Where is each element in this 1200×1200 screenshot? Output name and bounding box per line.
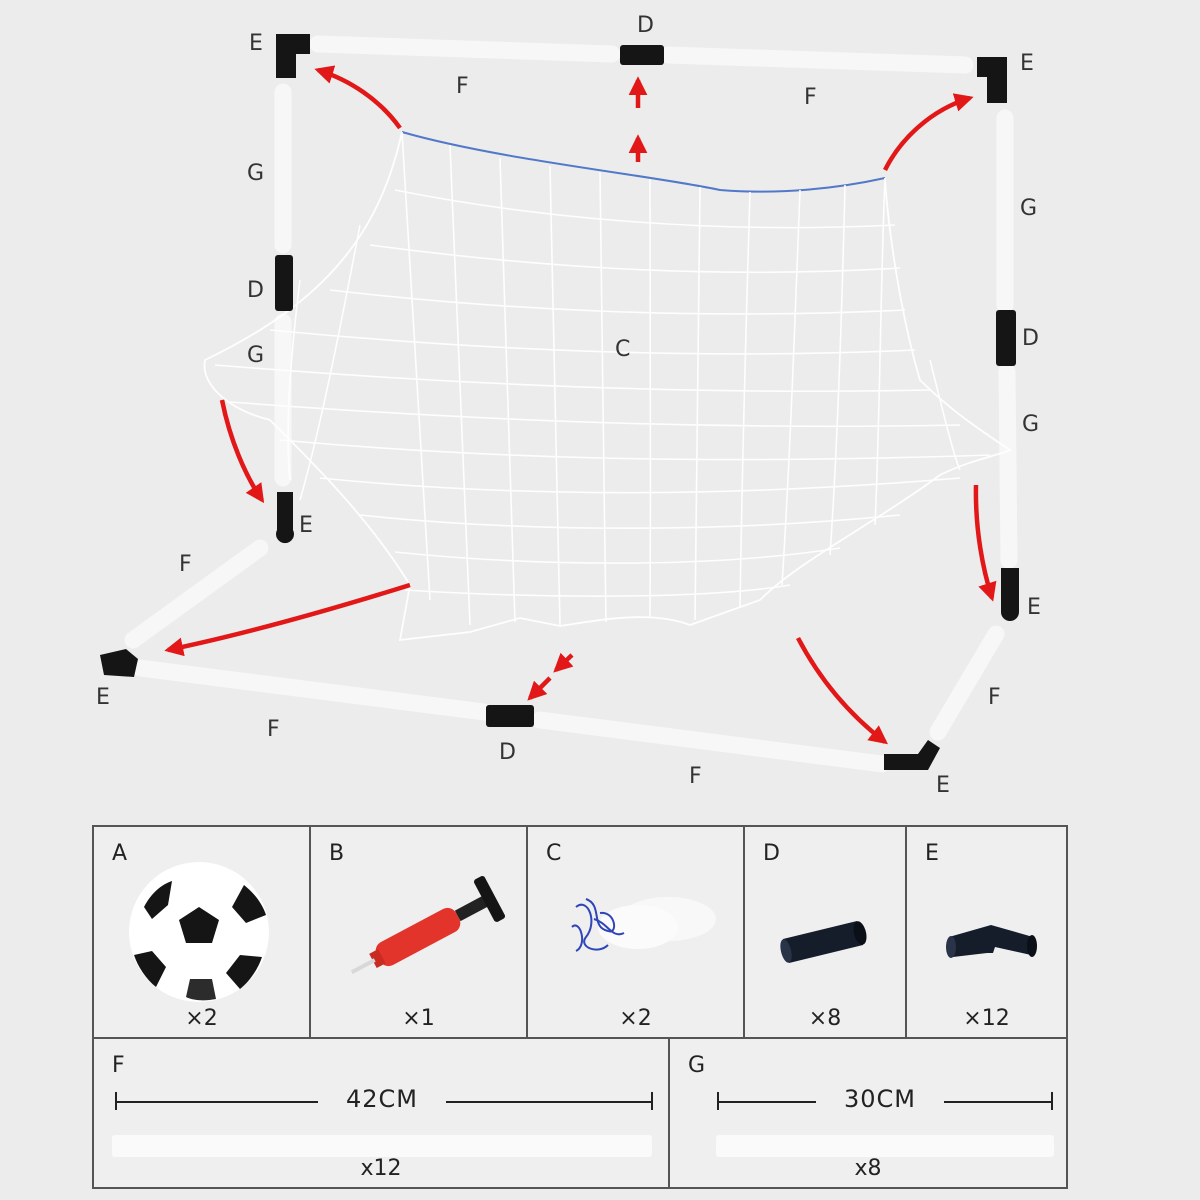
- net-mesh: [214, 131, 991, 627]
- label-f-left-side: F: [179, 552, 192, 577]
- straight-connector-icon: [780, 921, 867, 963]
- rod-letter: F: [112, 1053, 125, 1078]
- measure-tick-right: [1051, 1092, 1053, 1110]
- label-g-right-upper: G: [1020, 196, 1037, 221]
- label-d-top: D: [637, 13, 654, 38]
- elbow-connector-bl: [100, 649, 138, 677]
- rods-row: F 42CM x12 G 30CM x8: [94, 1039, 1066, 1187]
- part-letter: A: [112, 841, 128, 866]
- label-e-top-right: E: [1020, 51, 1034, 76]
- assembly-arrows: [164, 65, 997, 745]
- straight-connector-top: [620, 45, 664, 65]
- part-letter: D: [763, 841, 780, 866]
- pipe-top-left: [309, 35, 621, 63]
- rod-letter: G: [688, 1053, 706, 1078]
- label-e-bottom-left: E: [96, 685, 110, 710]
- elbow-connector-left-mid: [276, 492, 294, 544]
- label-d-bottom: D: [499, 740, 516, 765]
- label-g-left-lower: G: [247, 343, 264, 368]
- label-e-right-mid: E: [1027, 595, 1041, 620]
- rod-qty: x12: [360, 1156, 402, 1181]
- hand-pump-icon: [350, 876, 506, 974]
- frame-pipes: [124, 35, 1018, 773]
- label-e-bottom-right: E: [936, 773, 950, 798]
- part-cell-b: B ×1: [311, 827, 528, 1037]
- label-f-bottom-left: F: [267, 717, 280, 742]
- label-d-right: D: [1022, 326, 1039, 351]
- part-qty: ×8: [808, 1006, 842, 1031]
- part-cell-e: E ×12: [907, 827, 1066, 1037]
- rod-length: 30CM: [816, 1085, 945, 1113]
- part-qty: ×12: [963, 1006, 1010, 1031]
- part-cell-a: A ×2: [94, 827, 311, 1037]
- connectors: [100, 34, 1019, 770]
- pipe-left-side: [124, 539, 269, 649]
- pipe-top-right: [659, 46, 974, 74]
- elbow-connector-tr: [977, 57, 1007, 103]
- elbow-connector-br: [884, 740, 940, 770]
- elbow-connector-right-mid: [1001, 568, 1019, 621]
- arrow-to-top-left: [314, 65, 402, 130]
- straight-connector-bottom: [486, 705, 534, 727]
- label-f-top-right: F: [804, 85, 817, 110]
- rod-length: 42CM: [318, 1085, 447, 1113]
- label-d-left: D: [247, 278, 264, 303]
- pipe-bottom-right: [531, 711, 891, 773]
- part-cell-c: C ×2: [528, 827, 745, 1037]
- part-qty: ×1: [402, 1006, 435, 1031]
- parts-list: A ×2 B: [92, 825, 1068, 1189]
- goal-net: [203, 131, 1012, 642]
- pipe-right-lower: [998, 363, 1018, 569]
- pipe-bottom-left: [131, 659, 493, 721]
- elbow-connector-icon: [946, 925, 1037, 958]
- arrow-to-bottom-left: [164, 582, 411, 657]
- pipe-right-side: [929, 625, 1005, 741]
- net-bundle-icon: [571, 897, 716, 952]
- part-qty: ×2: [185, 1006, 218, 1031]
- label-f-top-left: F: [456, 74, 469, 99]
- part-letter: B: [329, 841, 345, 866]
- rod-qty: x8: [854, 1156, 882, 1181]
- rod-cell-f: F 42CM x12: [94, 1039, 670, 1187]
- assembly-diagram: E D E F F G D G C G D G E F E F E F D F …: [96, 13, 1041, 798]
- arrow-down-bottom-2: [527, 676, 552, 701]
- straight-connector-right: [996, 310, 1016, 366]
- rod-f-image: [112, 1135, 652, 1157]
- arrow-to-right-mid: [973, 484, 997, 602]
- arrow-to-top-right: [882, 93, 974, 172]
- label-e-left-mid: E: [299, 513, 313, 538]
- rod-cell-g: G 30CM x8: [670, 1039, 1066, 1187]
- label-c-net: C: [615, 337, 630, 362]
- diagram-labels: E D E F F G D G C G D G E F E F E F D F …: [96, 13, 1041, 798]
- arrow-to-left-mid: [219, 399, 265, 504]
- part-letter: C: [546, 841, 562, 866]
- rod-g-image: [716, 1135, 1054, 1157]
- arrow-to-bottom-right: [796, 636, 888, 745]
- label-e-top-left: E: [249, 31, 263, 56]
- part-cell-d: D ×8: [745, 827, 907, 1037]
- label-g-right-lower: G: [1022, 412, 1039, 437]
- part-letter: E: [925, 841, 939, 866]
- label-f-bottom-right: F: [689, 764, 702, 789]
- part-qty: ×2: [619, 1006, 652, 1031]
- measure-tick-right: [651, 1092, 653, 1110]
- soccer-ball-icon: [129, 862, 269, 1002]
- elbow-connector-tl: [276, 34, 310, 78]
- parts-row: A ×2 B: [94, 827, 1066, 1039]
- arrow-down-bottom-1: [553, 652, 574, 673]
- straight-connector-left: [275, 255, 293, 311]
- label-g-left-upper: G: [247, 161, 264, 186]
- label-f-right-side: F: [988, 685, 1001, 710]
